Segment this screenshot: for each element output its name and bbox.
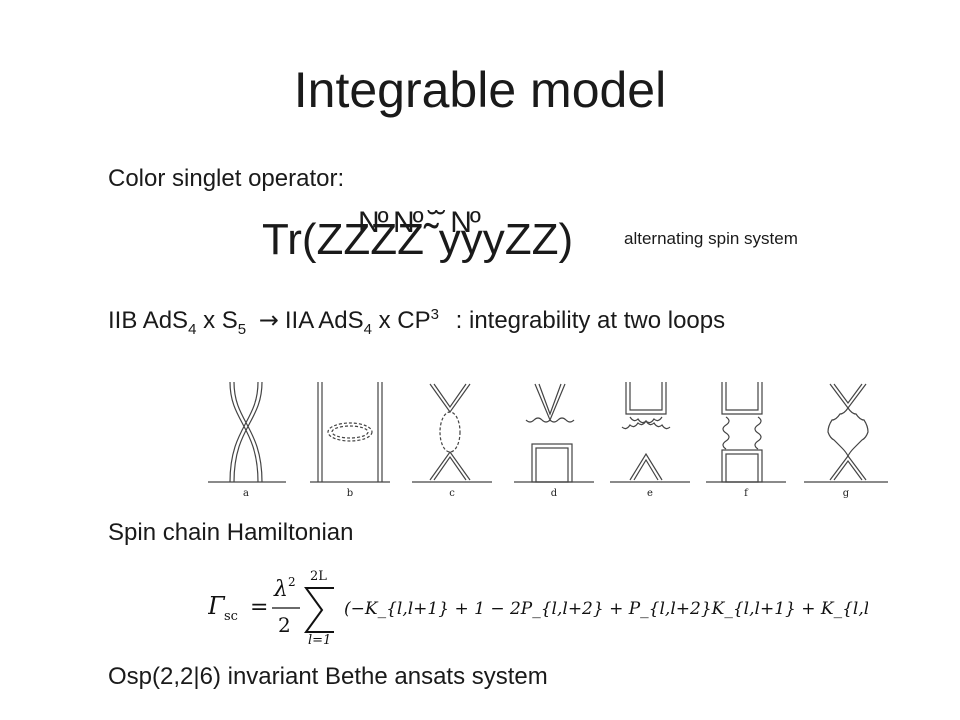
integrability-text: : integrability at two loops [448, 307, 726, 334]
diagram-label-d: d [551, 488, 558, 499]
diagram-label-g: g [843, 488, 850, 499]
alternating-spin-label: alternating spin system [624, 229, 798, 248]
bethe-ansatz-heading: Osp(2,2|6) invariant Bethe ansats system [108, 663, 548, 690]
fraction-denominator: 2 [278, 613, 291, 637]
spin-chain-heading: Spin chain Hamiltonian [108, 519, 354, 546]
iia-ads4-subscript: 4 [363, 320, 372, 338]
diagram-label-e: e [647, 488, 653, 499]
cp3-superscript: 3 [430, 306, 439, 323]
duality-statement: IIB AdS4 x S5 →IIA AdS4 x CP3 : integrab… [108, 300, 725, 345]
diagram-b [310, 382, 390, 483]
hamiltonian-equation: Γ sc = λ 2 2 2L l=1 (−K_{l,l+1} + 1 − 2P… [208, 569, 868, 648]
right-arrow-icon: → [258, 306, 279, 334]
s5-text: x S [196, 307, 238, 334]
diagram-f [706, 382, 786, 483]
diagram-label-a: a [243, 488, 249, 499]
diagram-g [804, 383, 888, 483]
iia-text: IIA AdS [284, 307, 364, 334]
feynman-diagrams: a b c d e f g [208, 381, 888, 499]
diagram-e [610, 382, 690, 483]
ads4-subscript: 4 [188, 320, 197, 338]
lambda-superscript: 2 [288, 575, 296, 589]
diagram-label-f: f [744, 488, 749, 499]
diagram-label-b: b [347, 488, 353, 499]
gamma-symbol: Γ [208, 592, 226, 620]
cp3-text: x CP [371, 307, 431, 334]
sum-lower-limit: l=1 [308, 633, 331, 648]
slide-title: Integrable model [293, 62, 667, 118]
diagram-d [514, 383, 594, 483]
equals-sign: = [250, 595, 268, 620]
gamma-subscript: sc [224, 609, 238, 624]
hamiltonian-terms: (−K_{l,l+1} + 1 − 2P_{l,l+2} + P_{l,l+2}… [344, 599, 868, 619]
trace-operator-glyph-overlay: Nº Nº ˘˘ Nº [358, 206, 481, 239]
lambda-symbol: λ [273, 577, 288, 602]
diagram-c [412, 383, 492, 483]
sum-upper-limit: 2L [310, 569, 327, 584]
iib-text: IIB AdS [108, 307, 189, 334]
trace-operator-formula: Tr(ZZZZ˜yyyZZ) [262, 215, 574, 264]
color-singlet-heading: Color singlet operator: [108, 165, 345, 192]
s5-subscript: 5 [237, 320, 247, 338]
summation-sign [304, 587, 334, 633]
diagram-label-c: c [449, 488, 455, 499]
diagram-a [208, 381, 286, 483]
